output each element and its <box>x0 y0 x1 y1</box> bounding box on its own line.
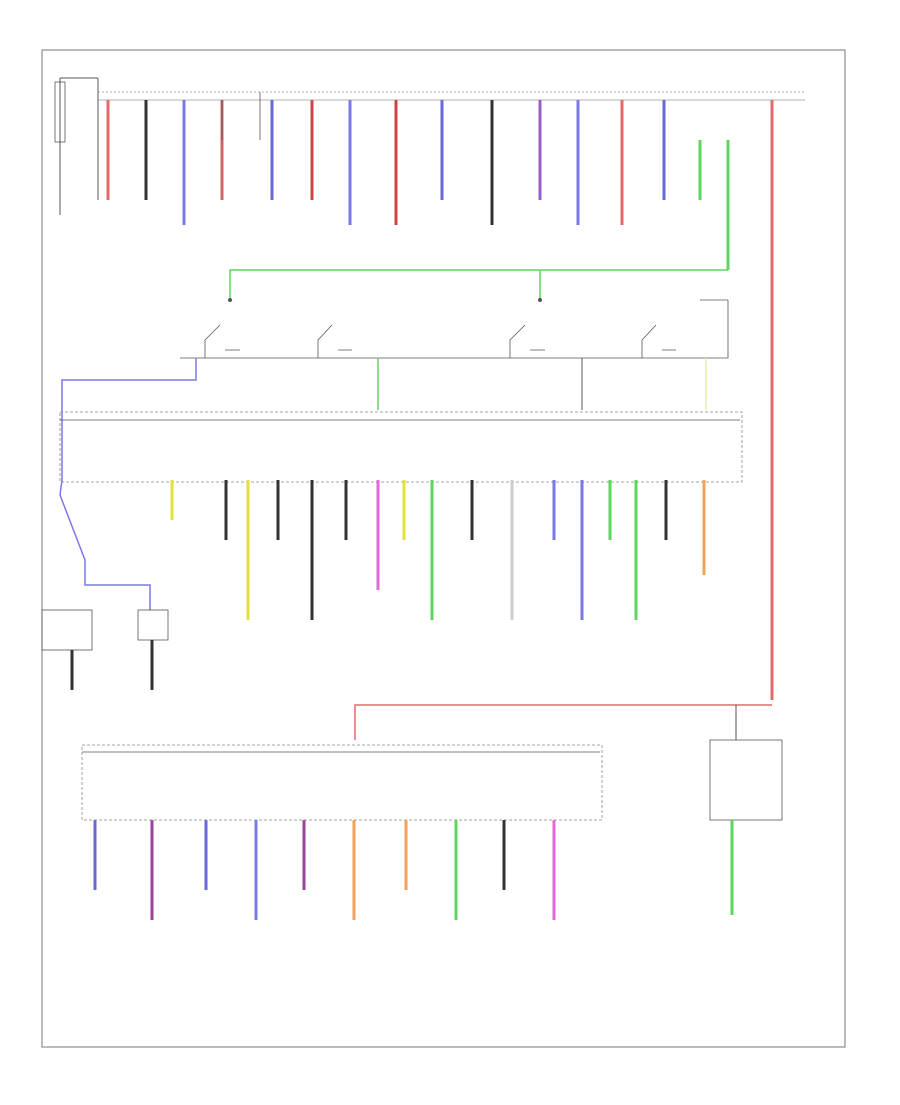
fuse-block-lower-1 <box>41 411 743 690</box>
fuse-box-right <box>709 739 783 915</box>
diagram-frame <box>41 49 846 1048</box>
relay-box-mid <box>180 298 729 359</box>
fuse-block-lower-2 <box>81 744 603 920</box>
fuse-block-top <box>54 77 805 700</box>
